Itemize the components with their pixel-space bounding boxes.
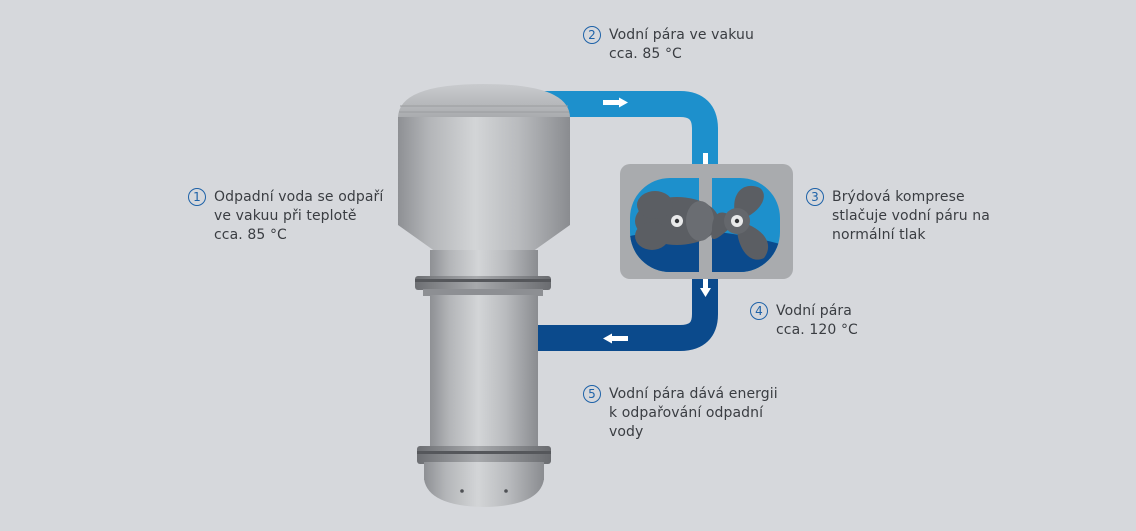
step-1-line-1: Odpadní voda se odpaří [214, 189, 384, 205]
vapor-compressor [620, 164, 793, 279]
step-3-line-3: normální tlak [832, 227, 926, 243]
step-4-line-1: Vodní pára [776, 303, 852, 319]
step-3-line-1: Brýdová komprese [832, 189, 965, 205]
step-2-number-badge: 2 [583, 26, 601, 44]
step-5-line-3: vody [609, 424, 644, 440]
step-4-line-2: cca. 120 °C [776, 322, 858, 338]
step-5-label: 5 Vodní pára dává energii k odpařování o… [583, 385, 778, 442]
step-1-line-2: ve vakuu při teplotě [214, 208, 357, 224]
compressed-vapor-pipe [530, 270, 718, 351]
step-4-number-badge: 4 [750, 302, 768, 320]
step-1-line-3: cca. 85 °C [214, 227, 287, 243]
step-2-label: 2 Vodní pára ve vakuu cca. 85 °C [583, 26, 754, 64]
flow-arrow-right-icon [603, 97, 628, 108]
step-5-line-2: k odpařování odpadní [609, 405, 764, 421]
evaporator-vessel [398, 84, 570, 507]
compressor-rotor-right [711, 185, 769, 260]
step-2-line-2: cca. 85 °C [609, 46, 682, 62]
step-2-line-1: Vodní pára ve vakuu [609, 27, 754, 43]
step-3-number-badge: 3 [806, 188, 824, 206]
flow-arrow-left-icon [603, 333, 628, 344]
step-4-label: 4 Vodní pára cca. 120 °C [750, 302, 858, 340]
step-5-line-1: Vodní pára dává energii [609, 386, 778, 402]
step-5-number-badge: 5 [583, 385, 601, 403]
vacuum-vapor-pipe [540, 91, 718, 172]
step-3-label: 3 Brýdová komprese stlačuje vodní páru n… [806, 188, 990, 245]
step-1-label: 1 Odpadní voda se odpaří ve vakuu při te… [188, 188, 383, 245]
step-1-number-badge: 1 [188, 188, 206, 206]
flow-arrow-down-icon [700, 276, 711, 297]
step-3-line-2: stlačuje vodní páru na [832, 208, 990, 224]
compressor-rotor-left [635, 191, 719, 250]
